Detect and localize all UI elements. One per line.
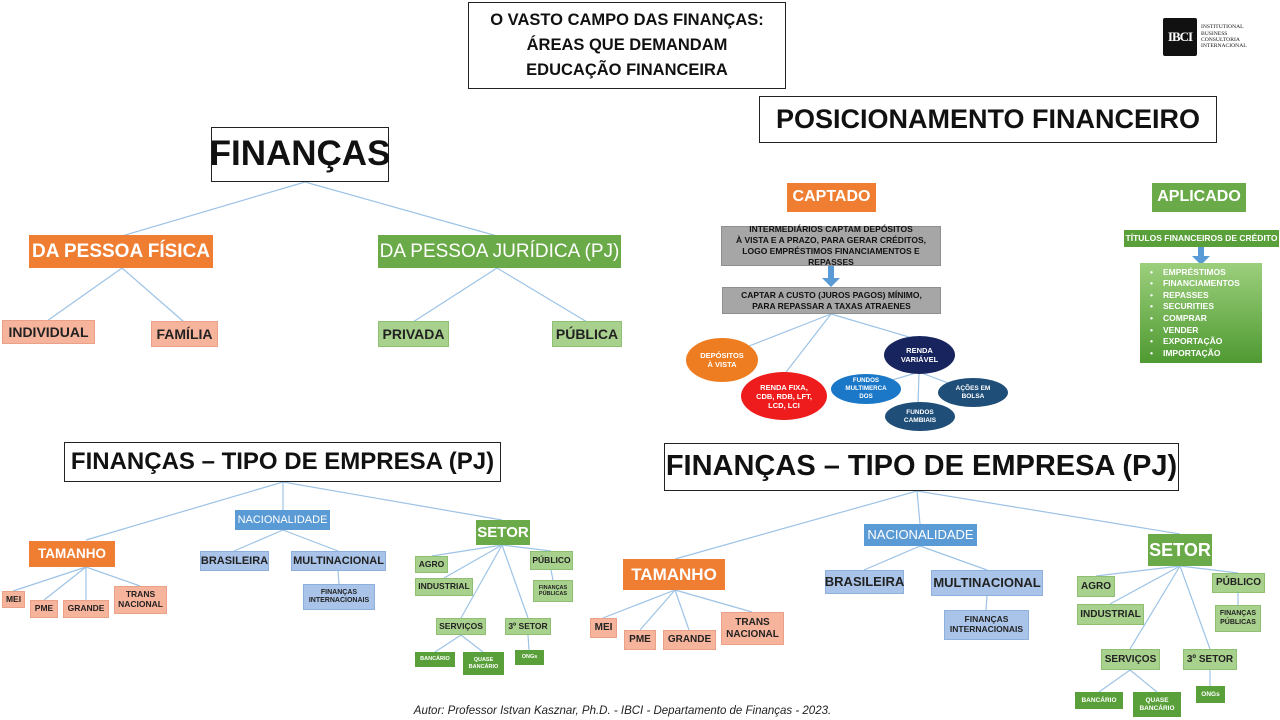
aplicado-list-box: EMPRÉSTIMOSFINANCIAMENTOSREPASSESSECURIT…	[1140, 263, 1262, 363]
tipo-large-terceiro-setor: 3º SETOR	[1183, 649, 1237, 670]
tipo-large-multinacional: MULTINACIONAL	[931, 570, 1043, 596]
ibci-logo: IBCI INSTITUTIONAL BUSINESS CONSULTORIA …	[1163, 17, 1258, 57]
tipo-small-grande: GRANDE	[63, 600, 109, 618]
tipo-small-financas-publicas: FINANÇAS PÚBLICAS	[533, 580, 573, 602]
main-title-line-3: EDUCAÇÃO FINANCEIRA	[526, 61, 728, 79]
tipo-large-tamanho: TAMANHO	[623, 559, 725, 590]
tipo-small-nacionalidade: NACIONALIDADE	[235, 510, 330, 530]
aplicado-item: COMPRAR	[1150, 313, 1240, 325]
tipo-small-trans-nacional: TRANS NACIONAL	[114, 586, 167, 614]
fundos-cambiais-oval: FUNDOS CAMBIAIS	[885, 402, 955, 431]
familia-node: FAMÍLIA	[151, 321, 218, 347]
fundos-multimercados-oval: FUNDOS MULTIMERCA DOS	[831, 374, 901, 404]
tipo-small-multinacional: MULTINACIONAL	[291, 551, 386, 571]
depositos-oval: DEPÓSITOS À VISTA	[686, 338, 758, 382]
main-title-box: O VASTO CAMPO DAS FINANÇAS: ÁREAS QUE DE…	[468, 2, 786, 89]
tipo-large-publico: PÚBLICO	[1212, 573, 1265, 593]
tipo-small-mei: MEI	[2, 591, 25, 608]
aplicado-item: EMPRÉSTIMOS	[1150, 267, 1240, 279]
author-footer: Autor: Professor Istvan Kasznar, Ph.D. -…	[413, 705, 832, 717]
renda-variavel-oval: RENDA VARIÁVEL	[884, 336, 955, 374]
tipo-large-quase-bancario: QUASE BANCÁRIO	[1133, 692, 1181, 717]
tipo-large-industrial: INDUSTRIAL	[1077, 604, 1144, 625]
ibci-logo-mark: IBCI	[1163, 18, 1197, 56]
acoes-bolsa-oval: AÇÕES EM BOLSA	[938, 378, 1008, 407]
financas-root: FINANÇAS	[210, 127, 390, 182]
posicionamento-title: POSICIONAMENTO FINANCEIRO	[759, 96, 1217, 143]
tipo-small-pme: PME	[30, 600, 58, 618]
tipo-large-agro: AGRO	[1077, 576, 1115, 597]
tipo-large-ongs: ONGs	[1196, 686, 1225, 703]
aplicado-node: APLICADO	[1152, 183, 1246, 212]
pessoa-juridica-node: DA PESSOA JURÍDICA (PJ)	[378, 235, 621, 268]
pessoa-fisica-node: DA PESSOA FÍSICA	[29, 235, 213, 268]
titulos-credito-box: TÍTULOS FINANCEIROS DE CRÉDITO	[1124, 230, 1279, 247]
tipo-large-setor: SETOR	[1148, 534, 1212, 566]
tipo-small-financas-internacionais: FINANÇAS INTERNACIONAIS	[303, 584, 375, 610]
aplicado-item: FINANCIAMENTOS	[1150, 278, 1240, 290]
tipo-large-financas-publicas: FINANÇAS PÚBLICAS	[1215, 605, 1261, 632]
tipo-small-quase-bancario: QUASE BANCÁRIO	[463, 652, 504, 675]
tipo-small-agro: AGRO	[415, 556, 448, 573]
tipo-small-brasileira: BRASILEIRA	[200, 551, 269, 571]
tipo-large-title: FINANÇAS – TIPO DE EMPRESA (PJ)	[664, 443, 1179, 491]
aplicado-item: EXPORTAÇÃO	[1150, 336, 1240, 348]
tipo-large-grande: GRANDE	[663, 630, 716, 650]
aplicado-item: IMPORTAÇÃO	[1150, 348, 1240, 360]
main-title-line-2: ÁREAS QUE DEMANDAM	[526, 36, 728, 54]
tipo-small-setor: SETOR	[476, 520, 530, 545]
tipo-small-tamanho: TAMANHO	[29, 541, 115, 567]
ibci-logo-text: INSTITUTIONAL BUSINESS CONSULTORIA INTER…	[1201, 24, 1247, 50]
aplicado-item: REPASSES	[1150, 290, 1240, 302]
tipo-large-trans-nacional: TRANS NACIONAL	[721, 612, 784, 645]
captado-node: CAPTADO	[787, 183, 876, 212]
tipo-small-servicos: SERVIÇOS	[436, 618, 486, 635]
tipo-large-brasileira: BRASILEIRA	[825, 570, 904, 594]
publica-node: PÚBLICA	[552, 321, 622, 347]
privada-node: PRIVADA	[378, 321, 449, 347]
tipo-small-bancario: BANCÁRIO	[415, 652, 455, 667]
tipo-large-servicos: SERVIÇOS	[1101, 649, 1160, 670]
aplicado-item: VENDER	[1150, 325, 1240, 337]
intermediarios-box: INTERMEDIÁRIOS CAPTAM DEPÓSITOS À VISTA …	[721, 224, 941, 267]
individual-node: INDIVIDUAL	[2, 320, 95, 344]
tipo-large-pme: PME	[624, 630, 656, 650]
tipo-small-industrial: INDUSTRIAL	[415, 578, 473, 596]
tipo-large-nacionalidade: NACIONALIDADE	[864, 524, 977, 546]
main-title-line-1: O VASTO CAMPO DAS FINANÇAS:	[490, 11, 764, 29]
tipo-large-mei: MEI	[590, 618, 617, 638]
captar-custo-box: CAPTAR A CUSTO (JUROS PAGOS) MÍNIMO, PAR…	[722, 287, 941, 314]
tipo-small-title: FINANÇAS – TIPO DE EMPRESA (PJ)	[64, 442, 501, 482]
renda-fixa-oval: RENDA FIXA, CDB, RDB, LFT, LCD, LCI	[741, 372, 827, 420]
aplicado-list: EMPRÉSTIMOSFINANCIAMENTOSREPASSESSECURIT…	[1140, 267, 1240, 360]
tipo-small-ongs: ONGs	[515, 650, 544, 665]
tipo-small-publico: PÚBLICO	[530, 551, 573, 570]
aplicado-item: SECURITIES	[1150, 301, 1240, 313]
tipo-large-bancario: BANCÁRIO	[1075, 692, 1123, 709]
tipo-large-financas-internacionais: FINANÇAS INTERNACIONAIS	[944, 610, 1029, 640]
tipo-small-terceiro-setor: 3º SETOR	[505, 618, 551, 635]
